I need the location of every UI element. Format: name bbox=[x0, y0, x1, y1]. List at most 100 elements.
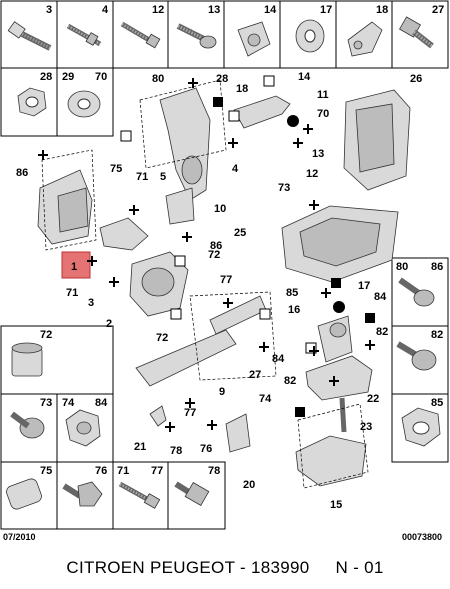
bolt-icon bbox=[7, 21, 52, 51]
callout-27: 27 bbox=[249, 369, 261, 381]
callout-13: 13 bbox=[312, 148, 324, 160]
callout-80: 80 bbox=[152, 73, 164, 85]
exploded-view bbox=[37, 75, 411, 489]
callout-84-right: 84 bbox=[374, 291, 387, 303]
box-76-number: 76 bbox=[95, 465, 107, 477]
callout-72-upper: 72 bbox=[208, 249, 220, 261]
header-box-row: 3 4 12 13 14 17 18 27 bbox=[0, 0, 449, 69]
callout-85: 85 bbox=[286, 287, 298, 299]
flange-bolt-icon bbox=[176, 23, 217, 49]
callout-3: 3 bbox=[88, 297, 94, 309]
callout-86-middle: 86 bbox=[210, 240, 222, 252]
right-boxes: 80 86 82 85 bbox=[391, 257, 449, 463]
callout-12: 12 bbox=[306, 168, 318, 180]
callout-86-left: 86 bbox=[16, 167, 28, 179]
footer-date: 07/2010 bbox=[3, 532, 36, 542]
box-86-number: 86 bbox=[431, 261, 443, 273]
callout-9: 9 bbox=[219, 386, 225, 398]
hex-nut-icon bbox=[17, 87, 47, 117]
screw-icon bbox=[10, 411, 45, 439]
caption-title: CITROEN PEUGEOT - 183990 bbox=[66, 558, 310, 577]
hex-flange-bolt-icon bbox=[62, 481, 103, 507]
callout-labels: 80 28 18 14 11 70 26 86 75 4 13 12 73 5 … bbox=[16, 71, 422, 511]
callout-28: 28 bbox=[216, 73, 228, 85]
box-85-number: 85 bbox=[431, 397, 443, 409]
box-73-number: 73 bbox=[40, 397, 52, 409]
header-box-13-number: 13 bbox=[208, 4, 220, 16]
callout-11: 11 bbox=[317, 89, 329, 101]
callout-4: 4 bbox=[232, 163, 239, 175]
header-box-4-number: 4 bbox=[102, 4, 109, 16]
caption-bar: CITROEN PEUGEOT - 183990 N - 01 bbox=[0, 547, 450, 589]
callout-21: 21 bbox=[134, 441, 146, 453]
callout-2: 2 bbox=[106, 318, 112, 330]
footer-ref: 00073800 bbox=[402, 532, 442, 542]
callout-77-upper: 77 bbox=[220, 274, 232, 286]
header-box-18-number: 18 bbox=[376, 4, 388, 16]
header-box-3-number: 3 bbox=[46, 4, 52, 16]
box-84-number: 84 bbox=[95, 397, 108, 409]
box-75-number: 75 bbox=[40, 465, 52, 477]
cap-nut-icon bbox=[65, 409, 101, 447]
callout-82-left: 82 bbox=[284, 375, 296, 387]
box-82-number: 82 bbox=[431, 329, 443, 341]
flange-screw-icon bbox=[398, 277, 435, 307]
callout-73: 73 bbox=[278, 182, 290, 194]
callout-77-lower: 77 bbox=[184, 407, 196, 419]
callout-23: 23 bbox=[360, 421, 372, 433]
callout-18: 18 bbox=[236, 83, 248, 95]
box-71-number: 71 bbox=[117, 465, 129, 477]
callout-16: 16 bbox=[288, 304, 300, 316]
callout-25: 25 bbox=[234, 227, 246, 239]
callout-71-upper: 71 bbox=[136, 171, 148, 183]
callout-20: 20 bbox=[243, 479, 255, 491]
highlighted-part-marker bbox=[61, 251, 91, 279]
callout-10: 10 bbox=[214, 203, 226, 215]
box-78-number: 78 bbox=[208, 465, 220, 477]
spacer-sleeve-icon bbox=[11, 342, 43, 377]
bracket-clip-icon bbox=[347, 21, 383, 57]
header-box-14-number: 14 bbox=[264, 4, 277, 16]
callout-5: 5 bbox=[160, 171, 166, 183]
box-80-number: 80 bbox=[396, 261, 408, 273]
callout-14: 14 bbox=[298, 71, 311, 83]
callout-22: 22 bbox=[367, 393, 379, 405]
box-72-number: 72 bbox=[40, 329, 52, 341]
callout-70: 70 bbox=[317, 108, 329, 120]
callout-76: 76 bbox=[200, 443, 212, 455]
callout-82-right: 82 bbox=[376, 326, 388, 338]
collar-bolt-icon bbox=[174, 481, 210, 506]
flat-washer-icon bbox=[67, 90, 101, 118]
callout-74: 74 bbox=[259, 393, 272, 405]
clip-nut-icon bbox=[237, 21, 271, 57]
callout-17: 17 bbox=[358, 280, 370, 292]
box-77-number: 77 bbox=[151, 465, 163, 477]
stud-bolt-icon bbox=[66, 23, 102, 47]
short-bolt-icon bbox=[399, 16, 434, 49]
callout-78: 78 bbox=[170, 445, 182, 457]
long-screw-icon bbox=[118, 481, 161, 509]
callout-75: 75 bbox=[110, 163, 122, 175]
left-bottom-boxes: 72 73 74 84 75 76 bbox=[0, 325, 114, 530]
header-box-27-number: 27 bbox=[432, 4, 444, 16]
callout-84-left: 84 bbox=[272, 353, 285, 365]
callout-1: 1 bbox=[71, 261, 77, 273]
header-box-12-number: 12 bbox=[152, 4, 164, 16]
header-box-17-number: 17 bbox=[320, 4, 332, 16]
long-bolt-icon bbox=[120, 21, 161, 49]
callout-72-lower: 72 bbox=[156, 332, 168, 344]
left-top-box: 28 29 70 bbox=[0, 67, 114, 137]
washer-icon bbox=[295, 19, 325, 53]
bottom-middle-boxes: 71 77 78 bbox=[112, 461, 226, 530]
box-29-number: 29 bbox=[62, 71, 74, 83]
callout-26: 26 bbox=[410, 73, 422, 85]
flange-nut-icon bbox=[401, 407, 441, 447]
caption-page: N - 01 bbox=[335, 558, 384, 577]
box-28-number: 28 bbox=[40, 71, 52, 83]
box-70-number: 70 bbox=[95, 71, 107, 83]
box-74-number: 74 bbox=[62, 397, 75, 409]
callout-71-lower: 71 bbox=[66, 287, 78, 299]
collar-screw-icon bbox=[396, 341, 437, 371]
rivet-nut-icon bbox=[6, 478, 42, 510]
